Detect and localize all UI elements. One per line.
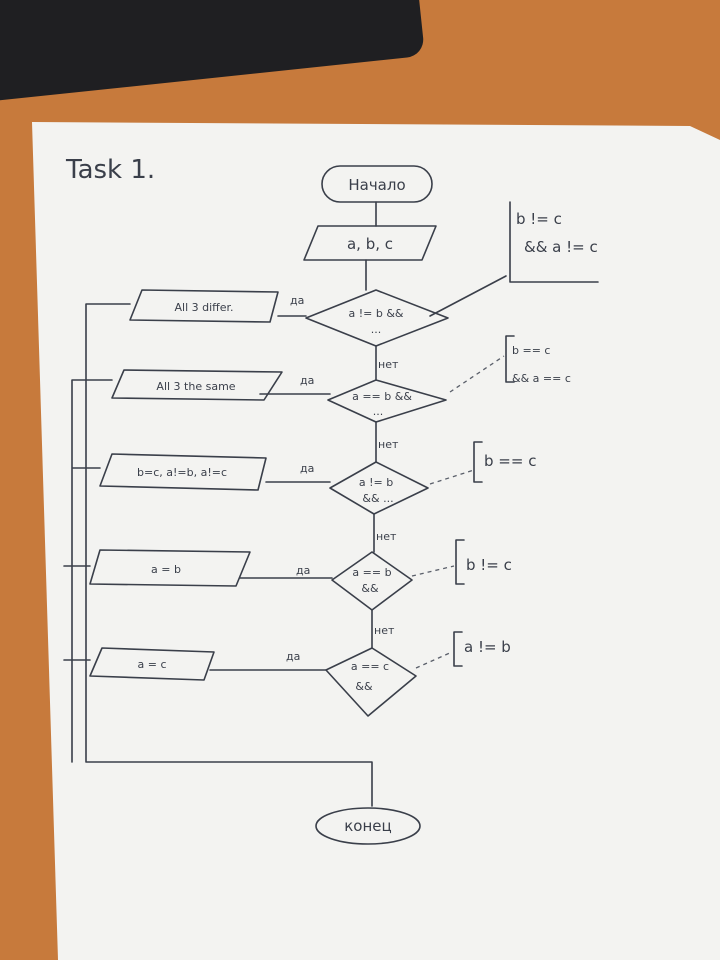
input-label: a, b, c: [347, 235, 393, 253]
input-box: a, b, c: [303, 225, 437, 261]
decision-1: a != b && ...: [305, 289, 449, 347]
decision-4-line2: &&: [361, 582, 379, 595]
output-1-label: All 3 differ.: [174, 301, 233, 314]
note-2: b == c && a == c: [449, 335, 571, 393]
output-4-label: a = b: [151, 563, 181, 576]
note-5-line1: a != b: [464, 638, 511, 656]
note-4-line1: b != c: [466, 556, 512, 574]
note-1-line1: b != c: [516, 210, 562, 228]
no-label-4: нет: [374, 624, 395, 637]
output-5-label: a = c: [138, 658, 167, 671]
yes-label-5: да: [286, 650, 300, 663]
decision-5-line2: &&: [355, 680, 373, 693]
note-2-line1: b == c: [512, 344, 550, 357]
note-1-line2: && a != c: [524, 238, 598, 256]
yes-label-4: да: [296, 564, 310, 577]
paper-sheet: [32, 122, 720, 960]
note-4: b != c: [411, 539, 512, 585]
output-2-label: All 3 the same: [156, 380, 235, 393]
decision-3-line1: a != b: [359, 476, 393, 489]
no-label-2: нет: [378, 438, 399, 451]
note-1: b != c && a != c: [429, 201, 599, 317]
yes-label-1: да: [290, 294, 304, 307]
decision-2-line1: a == b &&: [352, 390, 412, 403]
decision-1-line2: ...: [371, 323, 382, 336]
yes-label-3: да: [300, 462, 314, 475]
note-5: a != b: [415, 631, 511, 669]
output-2: All 3 the same: [111, 369, 283, 401]
start-label: Начало: [348, 176, 405, 194]
yes-label-2: да: [300, 374, 314, 387]
end-terminal: конец: [315, 807, 421, 845]
decision-2-line2: ...: [373, 405, 384, 418]
output-1: All 3 differ.: [129, 289, 279, 323]
decision-4-line1: a == b: [352, 566, 391, 579]
no-label-3: нет: [376, 530, 397, 543]
decision-3-line2: && ...: [362, 492, 393, 505]
decision-1-line1: a != b &&: [349, 307, 404, 320]
end-label: конец: [344, 817, 391, 835]
note-3: b == c: [429, 441, 536, 485]
decision-2: a == b && ...: [327, 379, 447, 423]
title-text: Task 1.: [65, 155, 155, 185]
decision-5-line1: a == c: [351, 660, 389, 673]
decision-3: a != b && ...: [329, 461, 429, 515]
decision-5: a == c &&: [325, 647, 417, 717]
decision-4: a == b &&: [331, 551, 413, 611]
start-terminal: Начало: [321, 165, 433, 203]
output-3: b=c, a!=b, a!=c: [99, 453, 267, 491]
output-4: a = b: [89, 549, 251, 587]
note-3-line1: b == c: [484, 452, 536, 470]
output-5: a = c: [89, 647, 215, 681]
output-3-label: b=c, a!=b, a!=c: [137, 466, 227, 479]
no-label-1: нет: [378, 358, 399, 371]
note-2-line2: && a == c: [512, 372, 571, 385]
